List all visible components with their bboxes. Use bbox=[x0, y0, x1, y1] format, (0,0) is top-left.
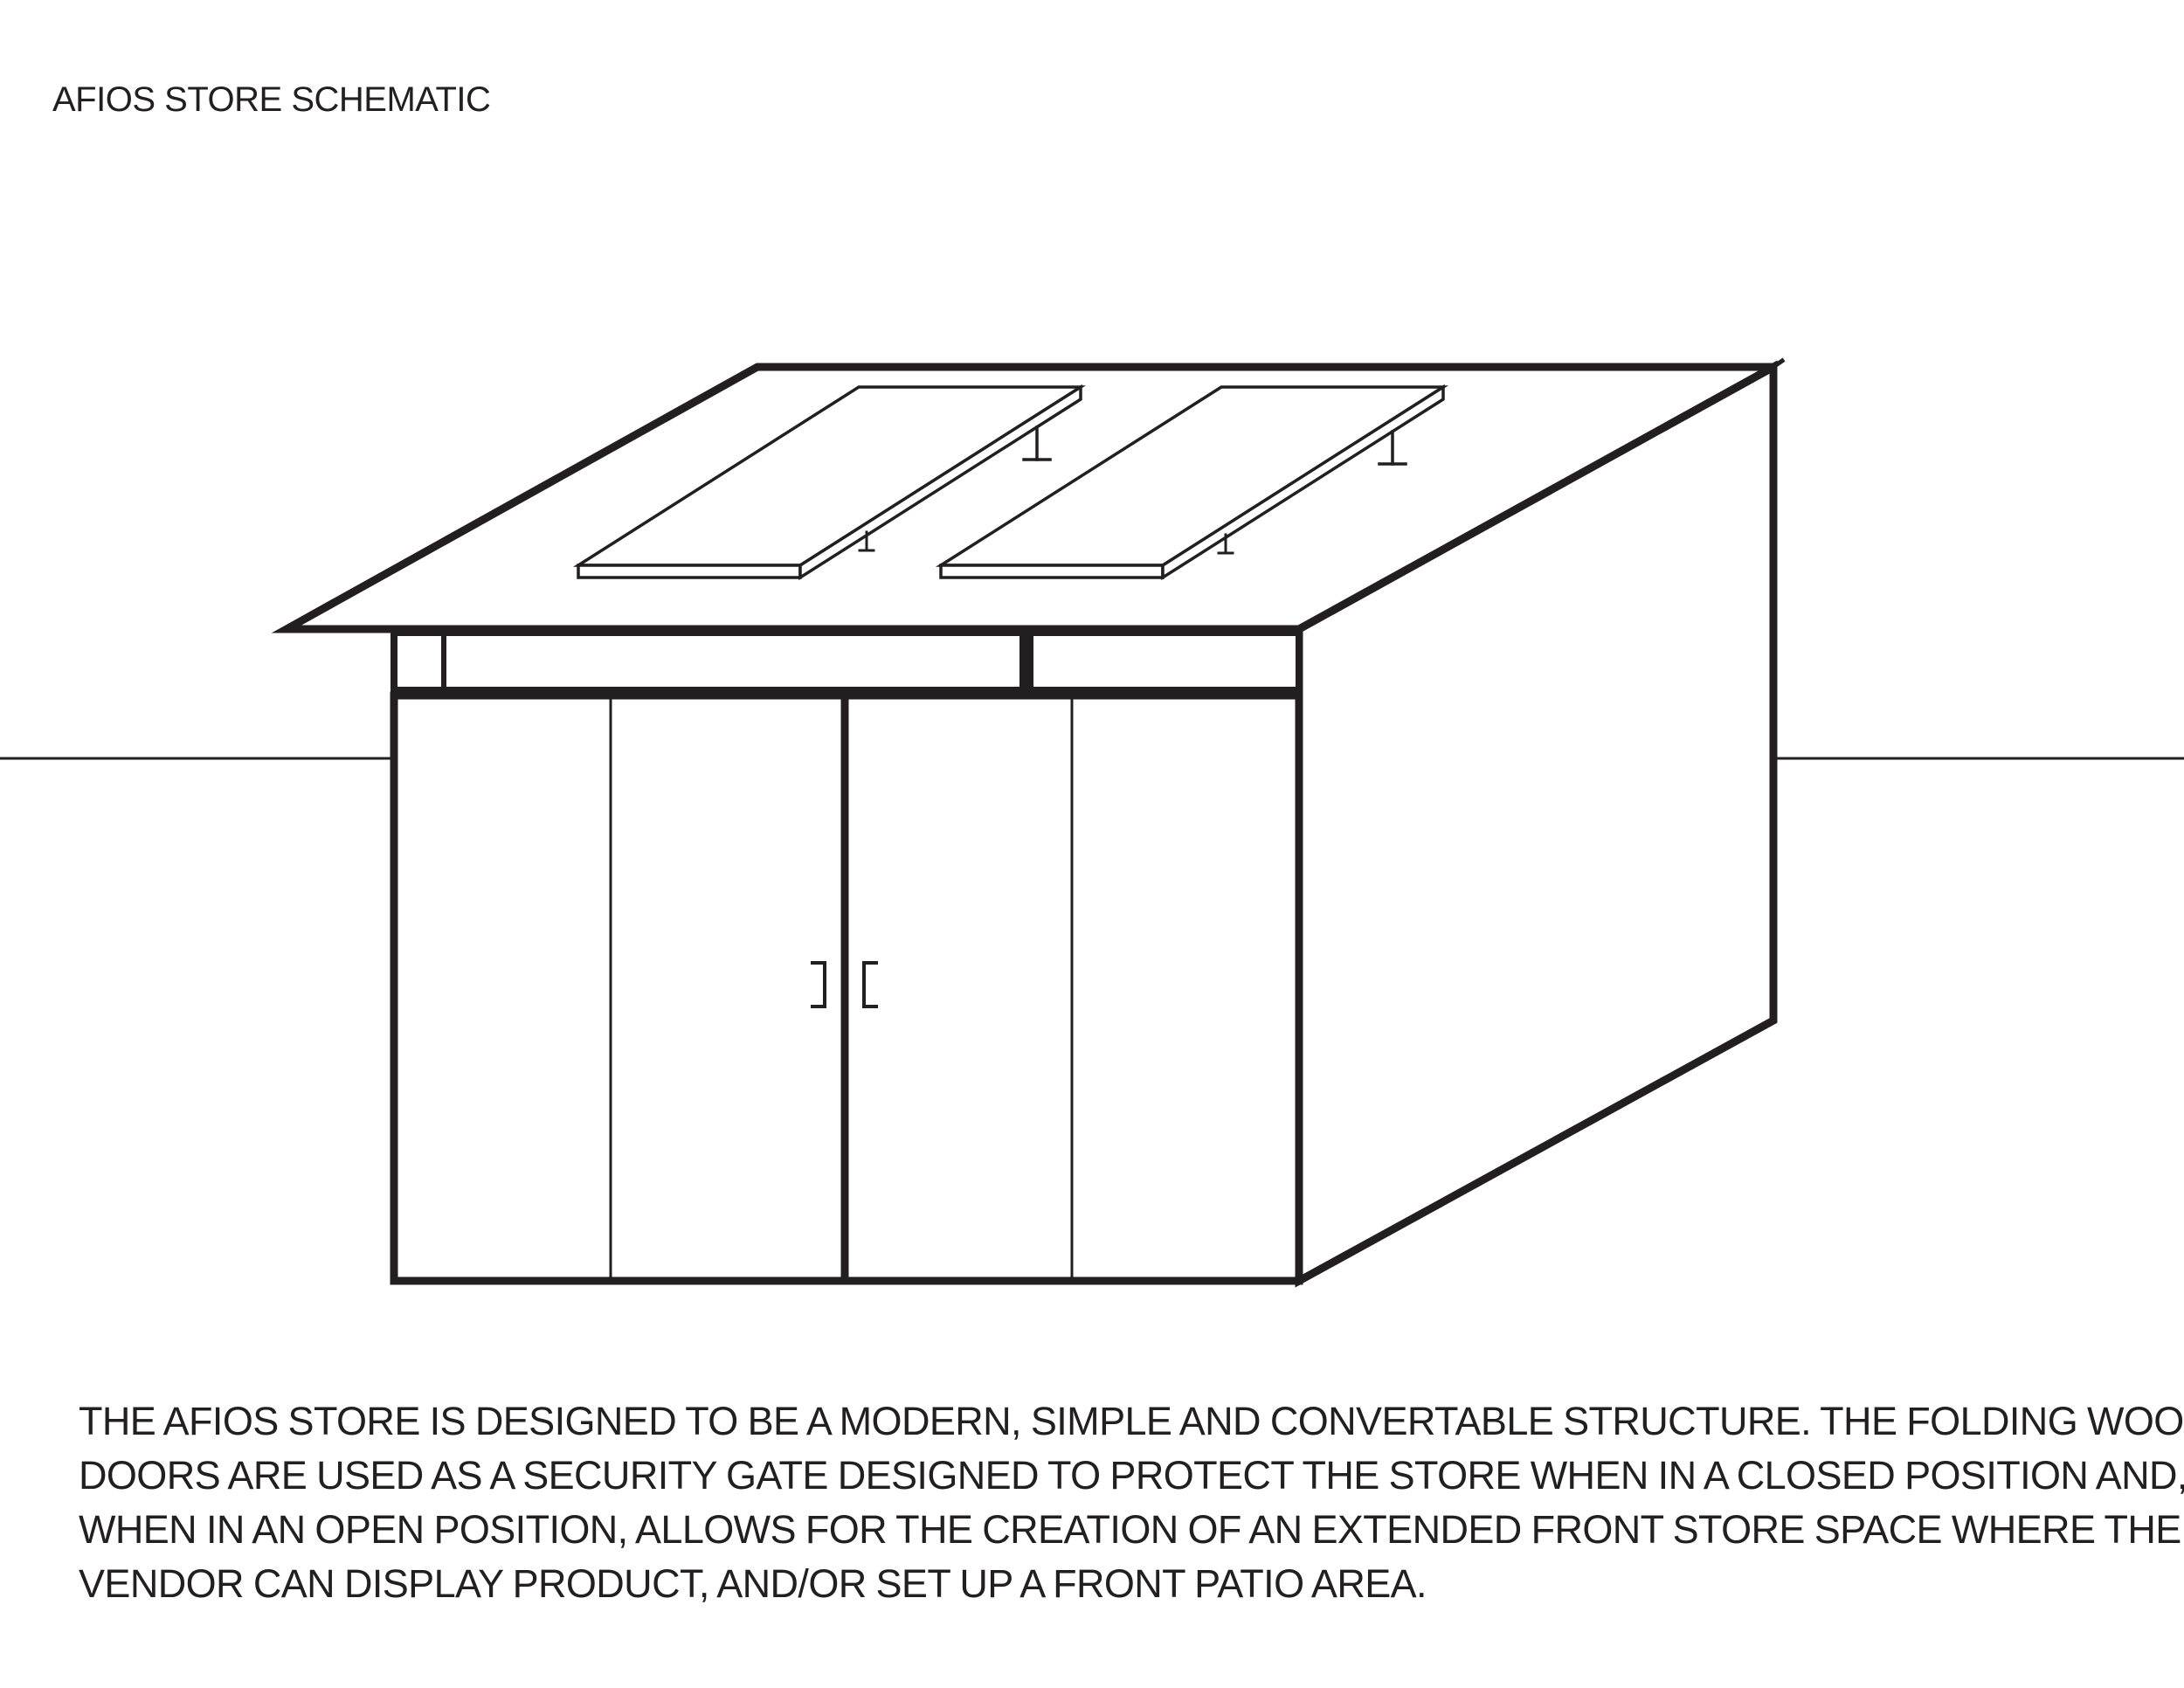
page-title: AFIOS STORE SCHEMATIC bbox=[52, 80, 491, 119]
door-handle-left bbox=[811, 961, 826, 1008]
clerestory-band bbox=[390, 629, 1303, 694]
roof-corner-tick bbox=[1770, 357, 1786, 370]
door-handle-right bbox=[862, 961, 878, 1008]
description-line: VENDOR CAN DISPLAY PRODUCT, AND/OR SET U… bbox=[79, 1561, 1427, 1606]
description-line: DOORS ARE USED AS A SECURITY GATE DESIGN… bbox=[79, 1453, 2184, 1498]
description-paragraph: THE AFIOS STORE IS DESIGNED TO BE A MODE… bbox=[79, 1394, 2184, 1611]
skylight-panel-left bbox=[572, 384, 1087, 581]
description-line: WHEN IN AN OPEN POSITION, ALLOWS FOR THE… bbox=[79, 1507, 2181, 1552]
front-folding-doors bbox=[390, 691, 1303, 1285]
skylight-panel-right bbox=[935, 384, 1449, 581]
description-line: THE AFIOS STORE IS DESIGNED TO BE A MODE… bbox=[79, 1399, 2184, 1443]
